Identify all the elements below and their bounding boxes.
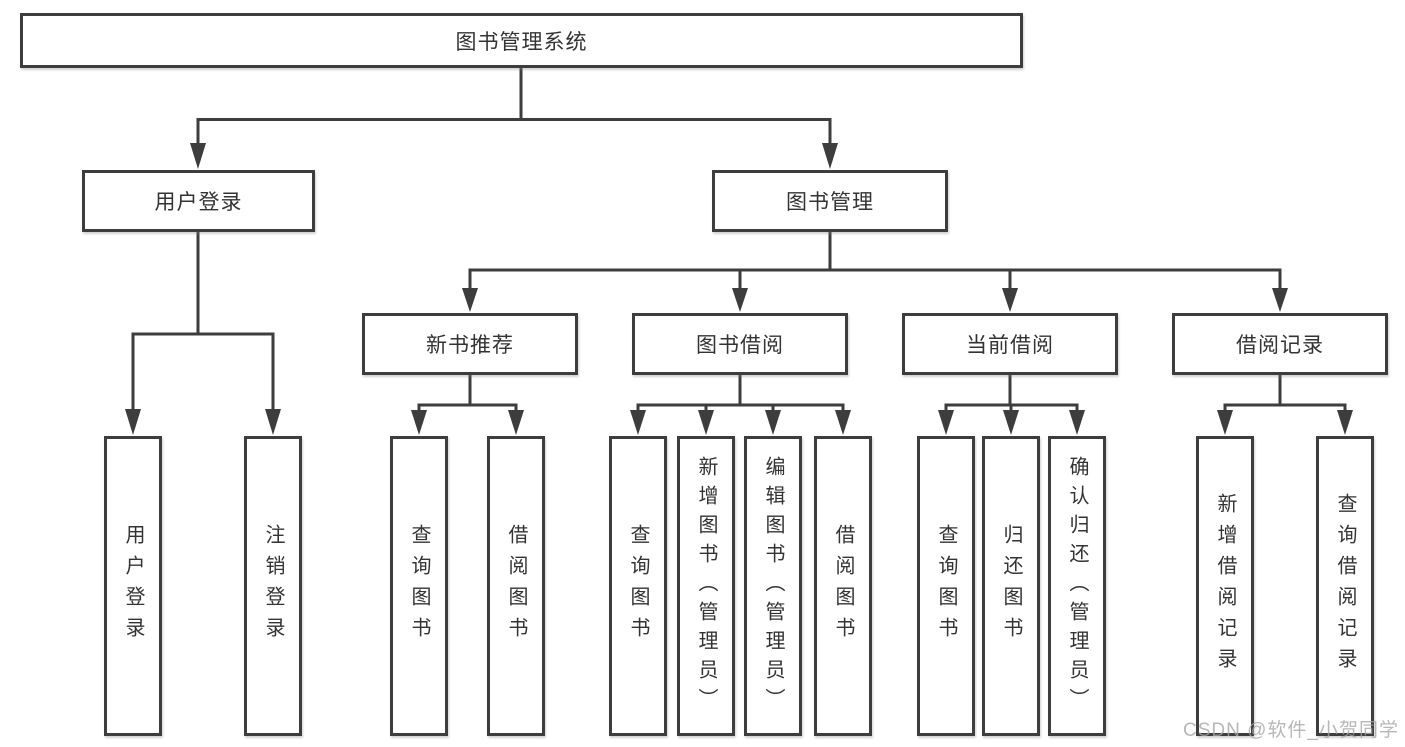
node-leaf-borrow-lend: 借阅图书: [814, 436, 872, 736]
csdn-watermark: CSDN @软件_小贺同学: [1183, 720, 1399, 741]
node-leaf-current-return: 归还图书: [982, 436, 1040, 736]
node-leaf-current-query-label: 查询图书: [935, 524, 957, 648]
node-leaf-recommend-query: 查询图书: [390, 436, 448, 736]
node-leaf-borrow-edit: 编辑图书（管理员）: [744, 436, 802, 736]
node-user-login-label: 用户登录: [154, 191, 243, 214]
node-book-management-label: 图书管理: [786, 191, 874, 214]
node-leaf-current-confirm-label: 确认归还（管理员）: [1066, 455, 1088, 717]
node-leaf-current-confirm: 确认归还（管理员）: [1048, 436, 1106, 736]
node-leaf-record-add: 新增借阅记录: [1196, 436, 1254, 736]
node-leaf-recommend-borrow: 借阅图书: [487, 436, 545, 736]
node-root: 图书管理系统: [20, 13, 1023, 68]
node-leaf-logout-label: 注销登录: [262, 524, 284, 648]
node-user-login: 用户登录: [82, 170, 315, 232]
node-new-book-recommend-label: 新书推荐: [426, 334, 514, 357]
node-book-borrow: 图书借阅: [632, 313, 848, 375]
node-leaf-user-login: 用户登录: [104, 436, 162, 736]
node-leaf-current-return-label: 归还图书: [1000, 524, 1022, 648]
node-borrow-record: 借阅记录: [1172, 313, 1388, 375]
node-leaf-record-add-label: 新增借阅记录: [1214, 493, 1236, 679]
node-leaf-current-query: 查询图书: [917, 436, 975, 736]
node-leaf-recommend-query-label: 查询图书: [408, 524, 430, 648]
node-leaf-borrow-query: 查询图书: [609, 436, 667, 736]
node-book-borrow-label: 图书借阅: [696, 334, 784, 357]
node-leaf-borrow-lend-label: 借阅图书: [832, 524, 854, 648]
node-borrow-record-label: 借阅记录: [1236, 334, 1324, 357]
node-leaf-record-query-label: 查询借阅记录: [1334, 493, 1356, 679]
node-leaf-logout: 注销登录: [244, 436, 302, 736]
node-leaf-borrow-query-label: 查询图书: [627, 524, 649, 648]
node-book-management: 图书管理: [712, 170, 948, 232]
node-leaf-borrow-edit-label: 编辑图书（管理员）: [762, 455, 784, 717]
node-leaf-borrow-add-label: 新增图书（管理员）: [695, 455, 717, 717]
node-leaf-user-login-label: 用户登录: [122, 524, 144, 648]
node-current-borrow-label: 当前借阅: [966, 334, 1054, 357]
node-root-label: 图书管理系统: [455, 30, 588, 54]
node-new-book-recommend: 新书推荐: [362, 313, 578, 375]
node-leaf-recommend-borrow-label: 借阅图书: [505, 524, 527, 648]
node-leaf-borrow-add: 新增图书（管理员）: [677, 436, 735, 736]
node-leaf-record-query: 查询借阅记录: [1316, 436, 1374, 736]
node-current-borrow: 当前借阅: [902, 313, 1118, 375]
